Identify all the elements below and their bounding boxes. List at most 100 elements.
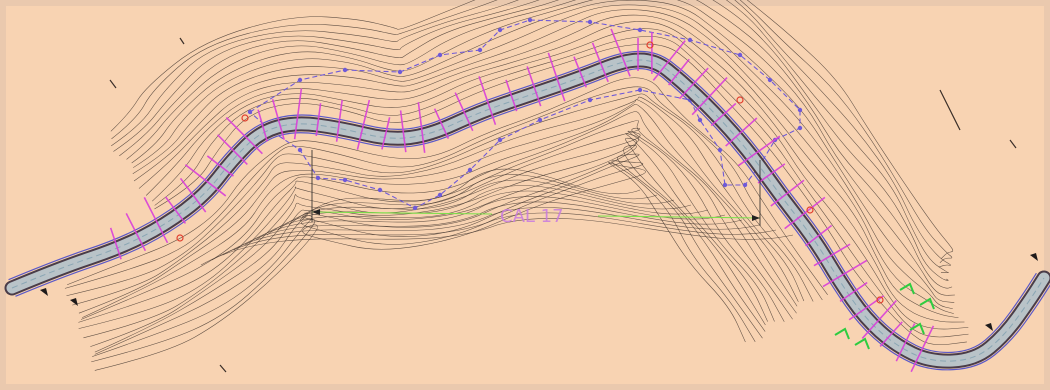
cross-section-line <box>737 135 781 167</box>
cross-section-line <box>813 243 851 267</box>
cross-section-line <box>822 259 868 288</box>
survey-point-icon <box>697 117 703 123</box>
survey-point-icon <box>797 107 803 113</box>
cross-section-line <box>257 109 268 142</box>
contour-valley-1 <box>288 174 658 226</box>
survey-point-icon <box>437 52 443 58</box>
cross-section-line <box>184 164 227 197</box>
cross-section-line <box>573 56 587 88</box>
survey-point-icon <box>467 167 473 173</box>
contour-lower-1 <box>67 77 828 296</box>
survey-point-icon <box>742 182 748 188</box>
cross-section-line <box>399 110 407 153</box>
survey-point-icon <box>637 87 643 93</box>
cross-section-line <box>678 67 709 100</box>
structure-marker <box>854 337 870 350</box>
contour-lower-4 <box>72 96 805 306</box>
contour-upper-11 <box>119 0 949 281</box>
cross-section-line <box>125 212 147 252</box>
cross-section-line <box>206 155 234 177</box>
contour-lower-12 <box>94 137 766 353</box>
contour-lower-8 <box>78 120 793 323</box>
contour-valley-9 <box>200 218 794 266</box>
contour-valley-4 <box>255 190 709 241</box>
contour-upper-4 <box>145 21 965 323</box>
cross-section-line <box>725 117 758 147</box>
contour-valley-7 <box>222 207 760 256</box>
contour-valley-0 <box>299 168 641 221</box>
station-marker <box>736 96 744 104</box>
north-arrow-icon <box>985 323 993 331</box>
cross-section-line <box>910 325 935 373</box>
contour-valley-2 <box>277 179 675 231</box>
survey-point-icon <box>497 27 503 33</box>
survey-point-icon <box>315 175 321 181</box>
stray-mark <box>109 79 117 89</box>
cross-section-line <box>179 177 207 213</box>
cross-section-line <box>784 196 826 230</box>
contour-upper-3 <box>152 28 969 330</box>
contour-valley-8 <box>211 212 777 261</box>
dimension-line <box>311 150 761 226</box>
survey-point-icon <box>687 37 693 43</box>
contour-lower-6 <box>82 104 798 318</box>
north-arrow-icon <box>1030 253 1038 261</box>
cross-section-line <box>610 28 631 77</box>
cross-section-line <box>691 76 728 116</box>
stray-mark <box>179 37 185 45</box>
cross-section-line <box>143 197 169 244</box>
stray-mark <box>939 89 961 131</box>
dimension-arrow-start <box>312 209 320 215</box>
station-marker <box>806 206 814 214</box>
contour-upper-10 <box>126 0 953 289</box>
cross-section-line <box>271 99 285 140</box>
stray-mark <box>219 364 227 373</box>
road-edge-right <box>15 68 1050 371</box>
survey-point-icon <box>797 125 803 131</box>
station-marker <box>646 41 654 49</box>
survey-point-icon <box>587 97 593 103</box>
cross-section-line <box>225 117 263 155</box>
contour-lower-3 <box>66 93 814 302</box>
cross-section-line <box>381 117 391 150</box>
structure-marker <box>899 282 915 295</box>
cross-section-line <box>848 295 885 321</box>
cross-section-line <box>547 52 566 102</box>
cross-section-lines <box>109 28 935 373</box>
stray-mark <box>1009 139 1017 149</box>
cross-section-line <box>315 103 322 137</box>
contour-lower-11 <box>90 133 768 347</box>
structure-marker <box>834 327 850 340</box>
contour-lower-7 <box>80 111 797 320</box>
cross-section-line <box>293 88 303 140</box>
survey-point-icon <box>537 117 543 123</box>
survey-point-icon <box>437 192 443 198</box>
contour-upper-7 <box>132 4 953 310</box>
survey-point-icon <box>717 147 723 153</box>
dimension-label: CAL 17 <box>500 206 564 227</box>
cross-section-line <box>710 102 737 127</box>
contour-lower-5 <box>78 99 799 314</box>
contour-lower-16 <box>94 162 746 371</box>
survey-point-icon <box>587 19 593 25</box>
contour-lower-9 <box>78 127 785 329</box>
contour-upper-12 <box>113 0 949 274</box>
cross-section-line <box>652 40 686 81</box>
contour-upper-2 <box>154 36 969 338</box>
survey-point-icon <box>637 27 643 33</box>
structure-marker <box>919 297 935 310</box>
cross-section-line <box>805 224 833 247</box>
cross-section-line <box>505 79 518 112</box>
cross-section-line <box>356 99 371 150</box>
cross-section-line <box>591 42 609 83</box>
contour-lower-14 <box>92 153 763 357</box>
survey-point-icon <box>527 17 533 23</box>
cross-section-line <box>839 281 868 303</box>
survey-point-icon <box>767 77 773 83</box>
cross-section-line <box>757 163 786 184</box>
cross-section-line <box>668 58 690 86</box>
survey-point-icon <box>377 187 383 193</box>
survey-boundary <box>247 17 803 211</box>
structure-marker <box>909 322 925 335</box>
